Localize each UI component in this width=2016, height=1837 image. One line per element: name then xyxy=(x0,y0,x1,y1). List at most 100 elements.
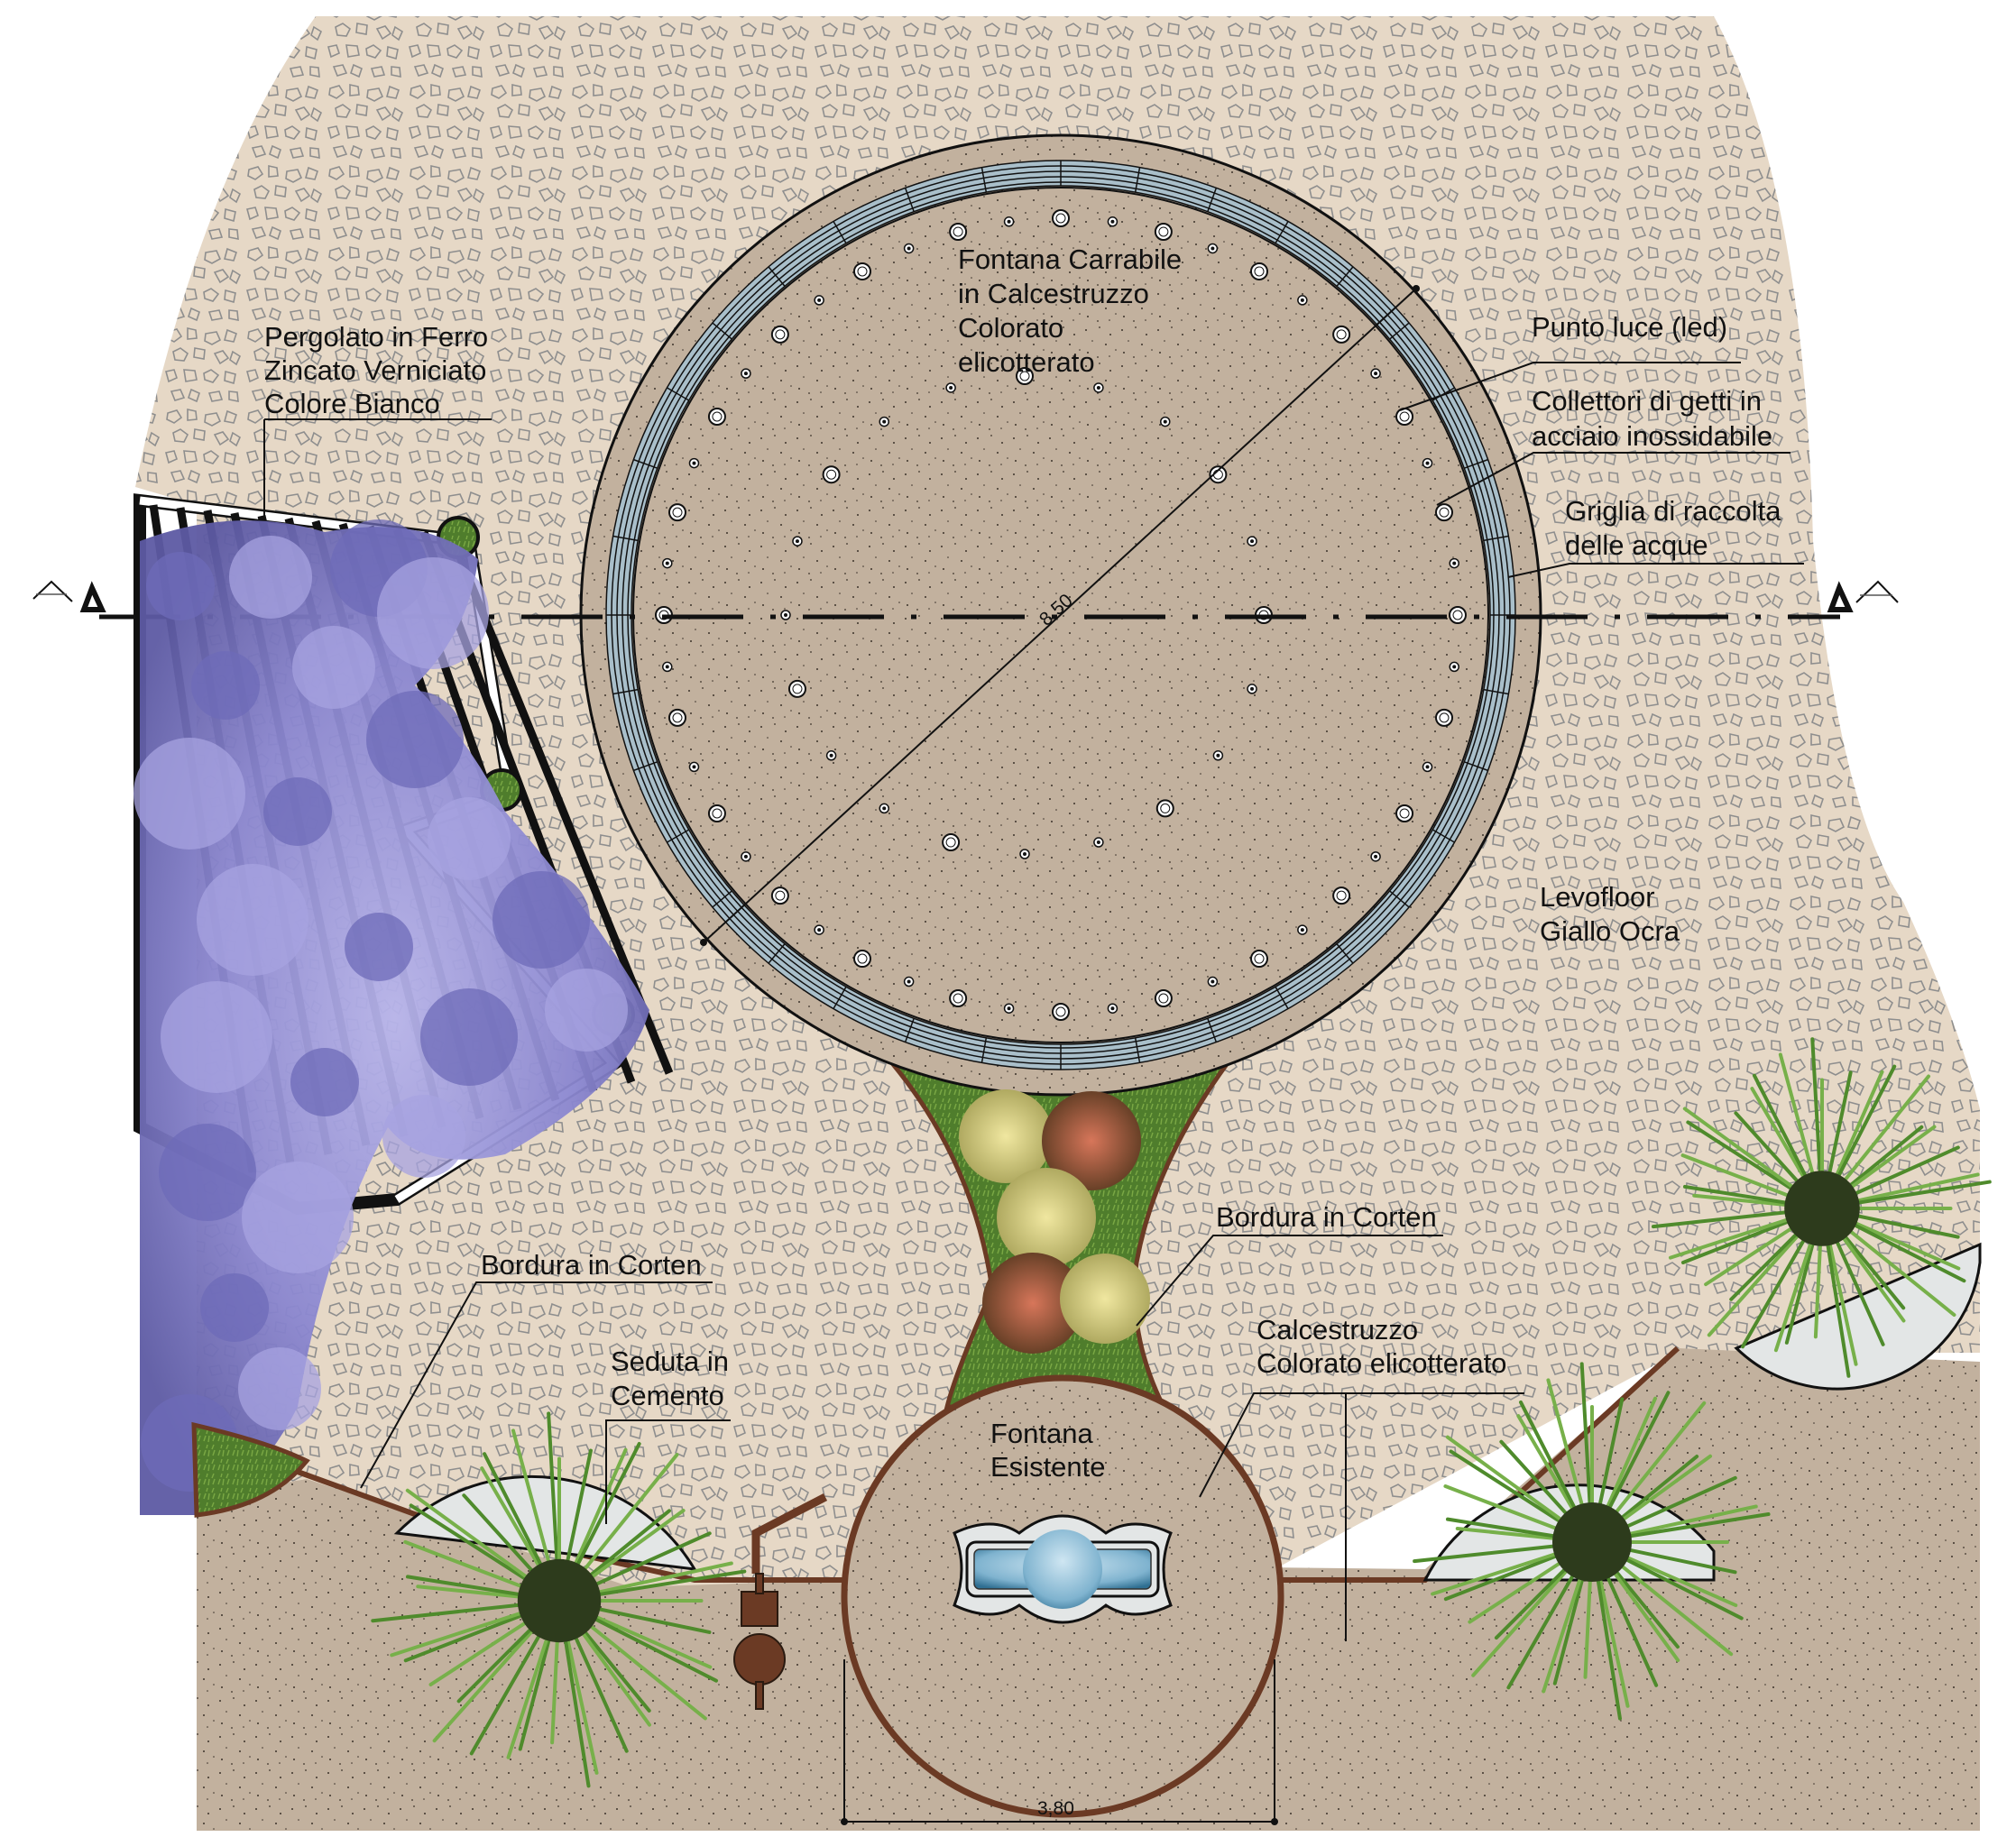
grate-joint xyxy=(980,1037,988,1063)
led-light-icon xyxy=(1395,408,1414,426)
led-light-icon xyxy=(853,950,871,969)
label-seduta: Seduta in Cemento xyxy=(611,1346,737,1411)
jet-nozzle-icon xyxy=(814,924,824,935)
jet-nozzle-icon xyxy=(1107,216,1118,227)
led-light-icon xyxy=(1435,708,1454,727)
led-light-icon xyxy=(1052,209,1070,227)
wisteria-cluster xyxy=(229,536,312,619)
jet-nozzle-icon xyxy=(1003,1003,1015,1014)
grate-joint xyxy=(633,458,658,469)
wisteria-cluster xyxy=(292,626,375,709)
label-pergola: Pergolato in Ferro Zincato Verniciato Co… xyxy=(264,321,496,419)
led-light-icon xyxy=(949,222,968,241)
jet-nozzle-icon xyxy=(1207,976,1219,987)
wisteria-cluster xyxy=(382,1095,465,1178)
jet-nozzle-icon xyxy=(1449,661,1459,673)
grate-joint xyxy=(612,688,639,695)
grate-joint xyxy=(1431,829,1455,843)
led-light-icon xyxy=(1155,799,1174,818)
led-light-icon xyxy=(1016,367,1034,385)
grate-joint xyxy=(980,167,988,193)
jet-nozzle-icon xyxy=(1093,837,1104,848)
led-light-icon xyxy=(1435,503,1454,522)
grate-joint xyxy=(1207,188,1218,212)
grate-joint xyxy=(904,188,915,212)
wisteria-cluster xyxy=(146,552,215,620)
wisteria-cluster xyxy=(200,1273,269,1342)
jet-nozzle-icon xyxy=(1370,368,1381,379)
grate-joint xyxy=(833,986,847,1009)
jet-nozzle-icon xyxy=(741,368,751,379)
led-light-icon xyxy=(1052,1003,1070,1021)
jet-nozzle-icon xyxy=(1297,295,1308,306)
grate-joint xyxy=(1483,535,1509,542)
wisteria-cluster xyxy=(238,1347,321,1430)
grate-joint xyxy=(1134,1037,1141,1063)
led-light-icon xyxy=(770,886,789,905)
led-light-icon xyxy=(1332,886,1351,905)
pump-valve-icon xyxy=(733,1493,828,1710)
grate-segment-lines xyxy=(606,161,1515,1070)
seat-right-top xyxy=(1734,1242,1982,1391)
grate-joint xyxy=(1389,322,1410,340)
led-light-icon xyxy=(853,262,871,280)
shrubs xyxy=(959,1089,1150,1354)
grate-joint xyxy=(1483,688,1509,695)
section-marker-left xyxy=(32,580,106,612)
grate-joint xyxy=(1389,890,1410,908)
palm-icon xyxy=(371,1411,747,1788)
jet-nozzle-icon xyxy=(814,295,824,306)
led-light-icon xyxy=(667,708,686,727)
led-light-icon xyxy=(667,503,686,522)
led-light-icon xyxy=(707,804,726,822)
jet-nozzle-icon xyxy=(1422,761,1433,773)
led-light-icon xyxy=(1209,465,1228,484)
grate-joint xyxy=(1207,1018,1218,1042)
jet-nozzle-icon xyxy=(1247,536,1257,547)
grate-joint xyxy=(1134,167,1141,193)
wisteria-cluster xyxy=(290,1048,359,1116)
wisteria-cluster xyxy=(161,981,272,1093)
wisteria-cluster xyxy=(492,871,590,969)
wisteria-cluster xyxy=(197,864,308,976)
grate-joint xyxy=(712,322,732,340)
lawn-corner-left xyxy=(191,1421,310,1518)
wisteria-cluster xyxy=(345,913,413,981)
label-levofloor: Levofloor Giallo Ocra xyxy=(1540,881,1680,947)
wisteria-cluster xyxy=(428,797,511,880)
grate-joint xyxy=(1464,761,1488,772)
jet-nozzle-icon xyxy=(1003,216,1015,227)
grate-joint xyxy=(1275,986,1289,1009)
led-light-icon xyxy=(787,679,806,698)
fontana-esistente xyxy=(841,1374,1284,1818)
jet-nozzle-icon xyxy=(903,976,915,987)
jet-nozzle-icon xyxy=(688,761,700,773)
jet-nozzle-icon xyxy=(688,457,700,469)
wisteria-cluster xyxy=(191,651,260,720)
wisteria-cluster xyxy=(366,691,464,788)
shrub-yellow xyxy=(959,1089,1053,1183)
led-light-icon xyxy=(770,325,789,344)
jet-nozzle-icon xyxy=(1160,416,1171,427)
grate-joint xyxy=(612,535,639,542)
shrub-red xyxy=(982,1253,1083,1354)
jet-nozzle-icon xyxy=(1212,750,1224,761)
label-collettori: Collettori di getti in acciaio inossidab… xyxy=(1532,385,1772,452)
grate-joint xyxy=(1275,221,1289,244)
jet-nozzle-icon xyxy=(1297,924,1308,935)
led-light-icon xyxy=(1250,262,1268,280)
led-light-icon xyxy=(822,465,841,484)
palm-icon xyxy=(1651,1037,1992,1378)
wisteria-cluster xyxy=(377,557,489,669)
jet-nozzle-icon xyxy=(662,661,673,673)
label-fontana-esistente: Fontana Esistente xyxy=(990,1418,1106,1483)
wisteria-cluster xyxy=(263,777,332,846)
jet-nozzle-icon xyxy=(1019,849,1030,859)
label-calcestruzzo: Calcestruzzo Colorato elicotterato xyxy=(1257,1314,1506,1379)
wisteria-cluster xyxy=(159,1124,256,1221)
jet-nozzle-icon xyxy=(879,416,889,427)
jet-nozzle-icon xyxy=(879,803,889,814)
shrub-yellow xyxy=(997,1168,1096,1267)
jet-nozzle-icon xyxy=(780,610,791,620)
